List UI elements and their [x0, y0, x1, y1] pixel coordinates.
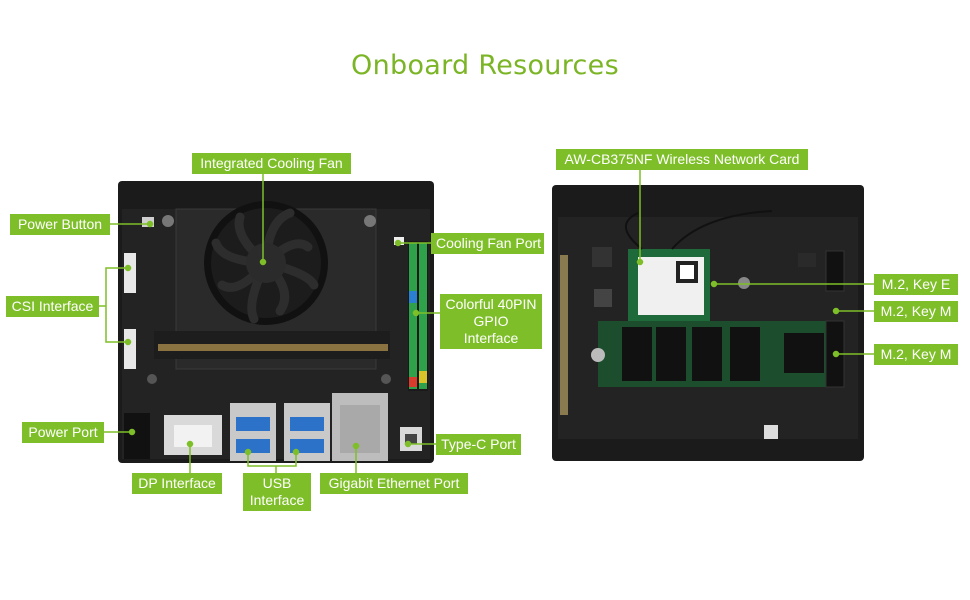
label-dp-interface: DP Interface: [132, 473, 222, 494]
label-gpio-interface: Colorful 40PIN GPIO Interface: [440, 294, 542, 349]
label-power-button: Power Button: [10, 214, 110, 235]
label-wireless-network-card: AW-CB375NF Wireless Network Card: [556, 149, 808, 170]
cooling-fan-graphic: [204, 201, 328, 325]
label-csi-interface: CSI Interface: [6, 296, 99, 317]
label-type-c-port: Type-C Port: [436, 434, 521, 455]
gpio-header-graphic: [408, 241, 428, 391]
label-usb-line2: Interface: [249, 492, 305, 508]
label-cooling-fan-port: Cooling Fan Port: [431, 233, 544, 254]
page-title: Onboard Resources: [351, 50, 619, 81]
label-gigabit-ethernet-port: Gigabit Ethernet Port: [320, 473, 468, 494]
label-gpio-line1: Colorful 40PIN: [445, 296, 537, 312]
label-m2-key-e: M.2, Key E: [874, 274, 958, 295]
label-gpio-line2: GPIO Interface: [463, 313, 519, 346]
label-integrated-cooling-fan: Integrated Cooling Fan: [192, 153, 351, 174]
ssd-graphic: [598, 321, 834, 387]
label-m2-key-m-1: M.2, Key M: [874, 301, 958, 322]
label-power-port: Power Port: [22, 422, 104, 443]
label-m2-key-m-2: M.2, Key M: [874, 344, 958, 365]
label-usb-line1: USB: [262, 475, 292, 491]
wireless-card-graphic: [628, 249, 710, 321]
label-usb-interface: USB Interface: [243, 473, 311, 511]
carrier-board-bottom-view: [552, 185, 864, 461]
carrier-board-top-view: [118, 181, 434, 463]
